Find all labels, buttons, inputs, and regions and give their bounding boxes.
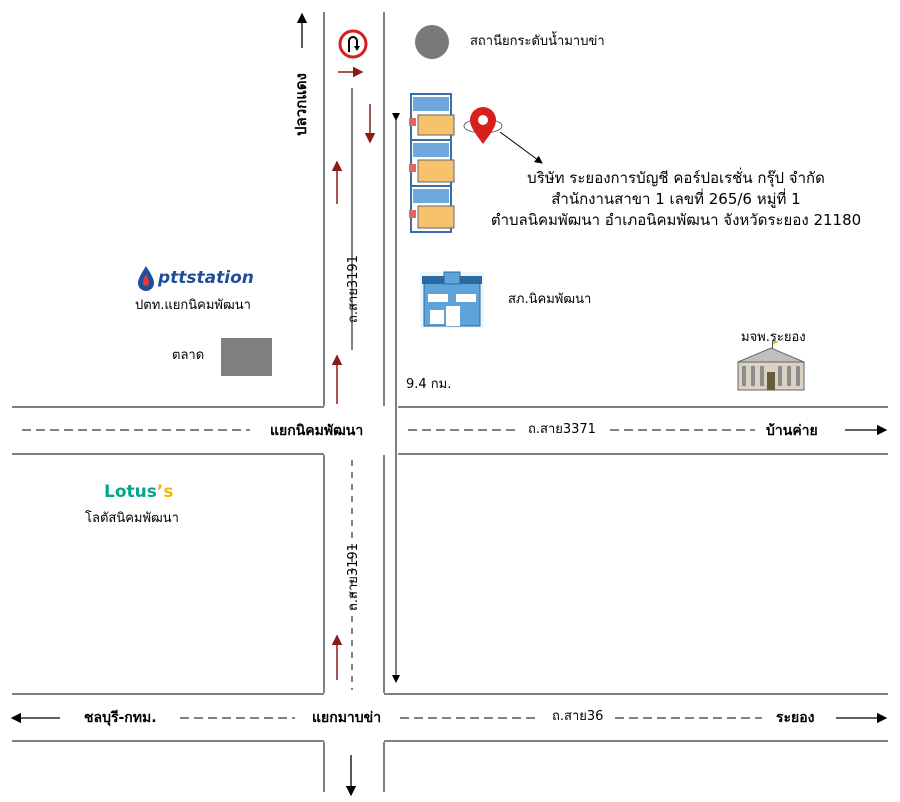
water-station-label: สถานีย­กระดับน้ำมาบข่า <box>470 34 605 49</box>
lotus-logo-main: Lotus <box>104 482 157 502</box>
road-3371-label: ถ.สาย3371 <box>528 422 596 437</box>
ptt-logo-icon <box>138 266 154 291</box>
police-station-icon <box>420 271 484 328</box>
junction-nikhom-label: แยกนิคมพัฒนา <box>270 423 364 439</box>
university-label: มจพ.ระยอง <box>741 330 806 345</box>
direction-arrows <box>10 12 888 797</box>
market-label: ตลาด <box>172 348 205 363</box>
horizontal-road-36 <box>12 693 888 742</box>
junction-map-kha-label: แยกมาบข่า <box>312 710 382 726</box>
market-marker <box>221 338 272 376</box>
road-36-label: ถ.สาย36 <box>552 709 604 724</box>
chonburi-label: ชลบุรี-กทม. <box>84 710 157 726</box>
lotus-logo-suffix: ’s <box>156 482 174 502</box>
water-station-marker <box>415 25 449 59</box>
horizontal-road-3371 <box>12 406 888 455</box>
location-pin-icon <box>463 107 503 144</box>
company-line-2: สำนักงานสาขา 1 เลขที่ 265/6 หมู่ที่ 1 <box>551 190 801 208</box>
police-station-label: สภ.นิคมพัฒนา <box>508 292 592 307</box>
u-turn-icon <box>338 29 368 59</box>
office-buildings-icon <box>409 93 455 233</box>
distance-label: 9.4 กม. <box>406 377 452 392</box>
pin-pointer <box>499 131 543 164</box>
vertical-road <box>323 12 385 792</box>
ptt-logo: pttstation <box>158 268 254 288</box>
road-3191-label-bottom: ถ.สาย3191 <box>346 543 361 611</box>
lotus-store-label: โลตัสนิคมพัฒนา <box>85 511 179 526</box>
ban-khai-label: บ้านค่าย <box>766 423 818 439</box>
plak-daeng-label: ปลวกแดง <box>292 73 310 136</box>
company-line-3: ตำบลนิคมพัฒนา อำเภอนิคมพัฒนา จังหวัดระยอ… <box>490 211 862 229</box>
rayong-label: ระยอง <box>776 710 815 726</box>
road-3191-label-top: ถ.สาย3191 <box>346 255 361 323</box>
company-line-1: บริษัท ระยองการบัญชี คอร์ปอเรชั่น กรุ๊ป … <box>527 169 825 187</box>
ptt-station-label: ปตท.แยกนิคมพัฒนา <box>135 298 251 313</box>
lane-arrows <box>331 66 376 680</box>
lotus-logo: Lotus’s <box>104 482 173 502</box>
university-building-icon <box>737 340 805 391</box>
